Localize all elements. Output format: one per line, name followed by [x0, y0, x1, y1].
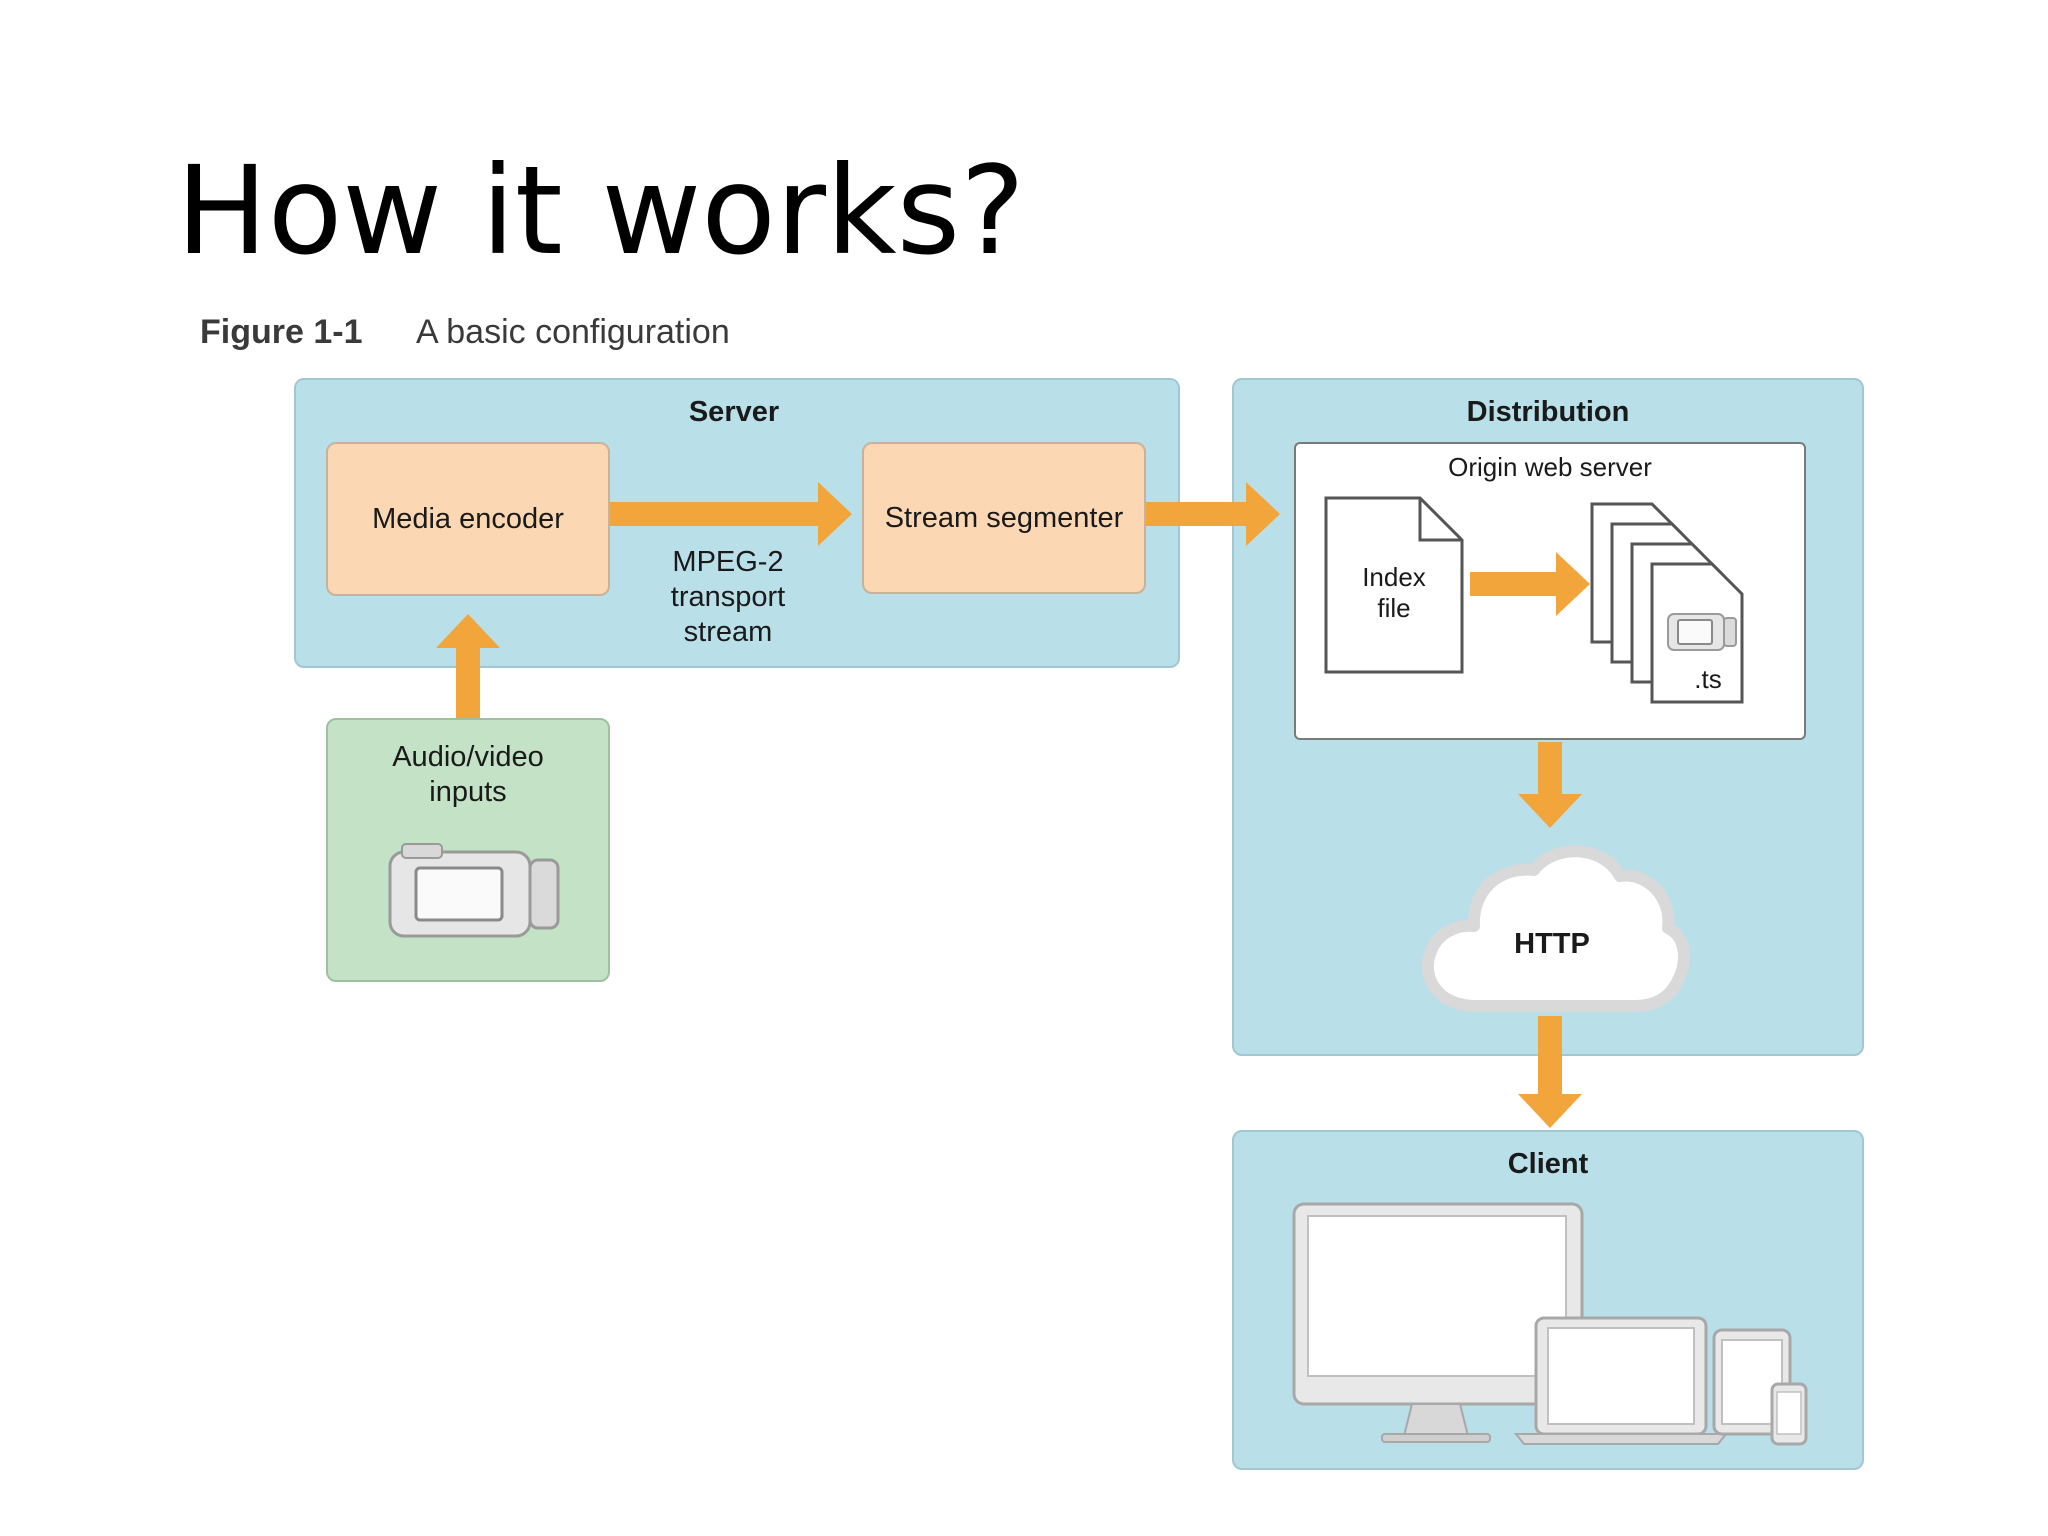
arrow-inputs-to-encoder [436, 614, 500, 718]
index-file-icon [1324, 496, 1464, 674]
ts-extension-label: .ts [1694, 664, 1722, 694]
index-file-line-1: Index [1362, 562, 1426, 592]
media-encoder-label: Media encoder [372, 502, 564, 535]
arrow-encoder-to-segmenter [610, 482, 852, 546]
media-encoder-box: Media encoder [326, 442, 610, 596]
phone-icon [1770, 1382, 1808, 1446]
arrow-http-to-client [1518, 1016, 1582, 1128]
inputs-line-2: inputs [429, 775, 507, 808]
arrow-server-to-http [1518, 742, 1582, 828]
client-devices-icon [1292, 1202, 1808, 1446]
stream-segmenter-label: Stream segmenter [884, 501, 1124, 534]
ts-segments-icon [1590, 502, 1744, 704]
stream-segmenter-box: Stream segmenter [862, 442, 1146, 594]
inputs-label: Audio/video inputs [326, 740, 610, 810]
figure-number: Figure 1-1 [200, 313, 363, 351]
audio-video-inputs-box [326, 718, 610, 982]
slide-title: How it works? [176, 140, 1025, 282]
server-label: Server [688, 396, 780, 428]
video-camera-icon [388, 843, 560, 938]
client-label: Client [1507, 1148, 1589, 1180]
transport-line-2: transport [670, 580, 786, 613]
inputs-line-1: Audio/video [392, 741, 544, 773]
cloud-icon [1421, 845, 1690, 1012]
distribution-label: Distribution [1466, 396, 1630, 428]
arrow-index-to-segments [1470, 552, 1590, 616]
transport-line-1: MPEG-2 [672, 546, 784, 578]
laptop-icon [1513, 1316, 1729, 1445]
origin-web-server-label: Origin web server [1448, 452, 1652, 482]
transport-stream-label: MPEG-2 transport stream [628, 545, 828, 649]
http-label: HTTP [1514, 928, 1590, 960]
figure-caption: A basic configuration [416, 313, 730, 351]
index-file-label: Index file [1344, 562, 1444, 624]
desktop-monitor-icon [1292, 1202, 1584, 1443]
transport-line-3: stream [683, 615, 773, 648]
arrow-segmenter-to-distribution [1146, 482, 1280, 546]
index-file-line-2: file [1377, 593, 1411, 624]
